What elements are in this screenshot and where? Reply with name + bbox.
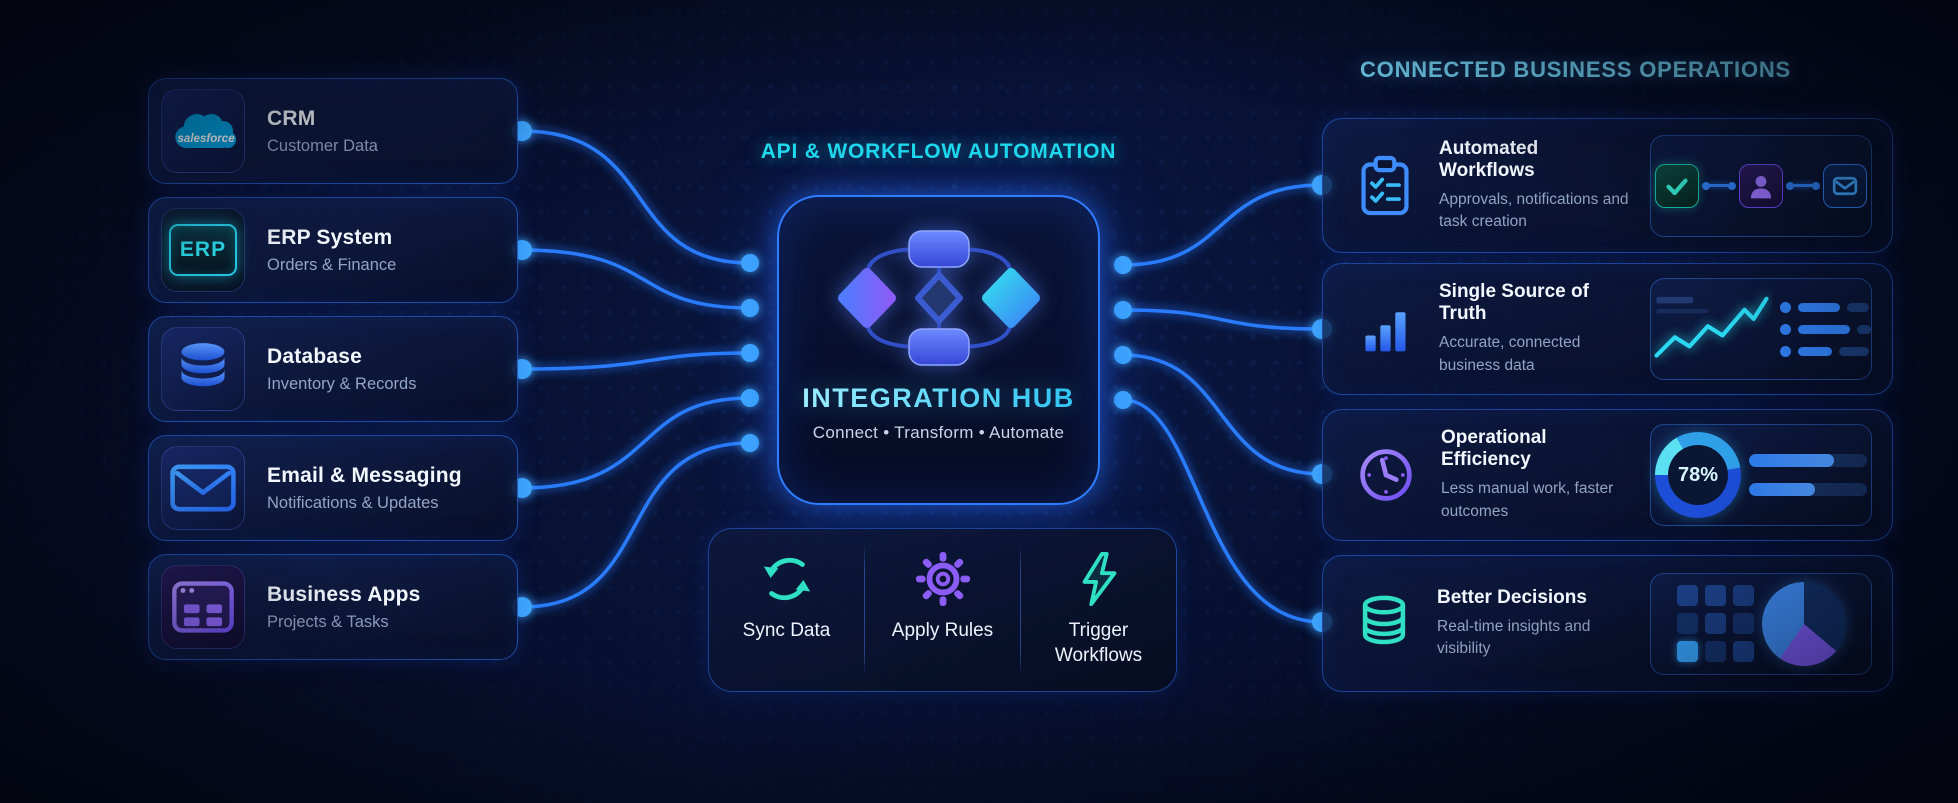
line-chart-icon [1654,296,1769,358]
hub-subtitle: Connect • Transform • Automate [812,423,1065,442]
outcome-card-operational-efficiency: Operational Efficiency Less manual work,… [1322,409,1893,541]
outcome-card-automated-workflows: Automated Workflows Approvals, notificat… [1322,118,1893,253]
outcome-subtitle: Real-time insights and visibility [1437,617,1591,657]
source-title: CRM [267,106,316,130]
source-title: Email & Messaging [267,463,462,487]
trend-chart-graphic [1650,278,1872,380]
outcome-title: Better Decisions [1437,586,1587,608]
feature-label: Trigger Workflows [1054,620,1143,666]
outcome-title: Operational Efficiency [1441,427,1547,471]
outcome-title: Single Source of Truth [1439,281,1589,325]
hub-eyebrow: API & WORKFLOW AUTOMATION [760,140,1117,163]
donut-metric: 78% [1668,445,1728,505]
lightning-icon [1082,551,1116,607]
browser-window-icon [161,565,245,649]
hub-features-panel: Sync Data Apply Rules [708,528,1177,692]
salesforce-cloud-icon: salesforce [161,89,245,173]
workflow-diagram-icon [837,230,1040,366]
feature-apply-rules: Apply Rules [865,529,1020,691]
outcome-card-single-source-of-truth: Single Source of Truth Accurate, connect… [1322,263,1893,395]
pie-chart-icon [1761,581,1846,666]
database-outline-icon [1362,595,1406,644]
clock-icon [1360,449,1412,501]
source-title: Business Apps [267,582,421,606]
source-title: Database [267,344,362,368]
hub-title: INTEGRATION HUB [802,383,1075,413]
outcomes-heading: CONNECTED BUSINESS OPERATIONS [1359,57,1792,82]
heatmap-grid-icon [1676,585,1754,662]
flow-connector [1786,181,1820,190]
source-card-erp: ERP ERP System Orders & Finance [148,197,518,303]
user-tile-icon [1739,163,1783,208]
insights-graphic [1650,572,1872,675]
feature-label: Apply Rules [891,620,994,641]
donut-gauge-icon: 78% [1655,432,1741,518]
source-subtitle: Notifications & Updates [267,493,439,512]
sync-arrows-icon [763,557,810,601]
source-title: ERP System [267,225,393,249]
outcome-subtitle: Accurate, connected business data [1439,334,1581,374]
source-card-email: Email & Messaging Notifications & Update… [148,435,518,541]
clipboard-icon [1361,155,1409,215]
gear-icon [915,551,970,607]
envelope-icon [161,446,245,530]
database-icon [161,327,245,411]
salesforce-wordmark: salesforce [178,133,236,145]
check-tile-icon [1655,163,1699,208]
erp-badge-label: ERP [169,224,237,276]
summary-list-icon [1780,301,1871,357]
bar-chart-icon [1365,312,1406,352]
feature-sync-data: Sync Data [709,529,864,691]
source-subtitle: Inventory & Records [267,374,417,393]
workflow-steps-graphic [1650,134,1872,237]
erp-badge-icon: ERP [161,208,245,292]
mail-tile-icon [1823,163,1867,208]
outcome-subtitle: Less manual work, faster outcomes [1441,480,1614,520]
source-card-crm: salesforce CRM Customer Data [148,78,518,184]
source-card-database: Database Inventory & Records [148,316,518,422]
outcome-title: Automated Workflows [1439,137,1539,181]
efficiency-gauge-graphic: 78% [1650,424,1872,526]
outcome-card-better-decisions: Better Decisions Real-time insights and … [1322,555,1893,692]
feature-trigger-workflows: Trigger Workflows [1021,529,1176,691]
feature-label: Sync Data [742,620,831,641]
source-subtitle: Customer Data [267,136,378,155]
source-card-business-apps: Business Apps Projects & Tasks [148,554,518,660]
flow-connector [1702,181,1736,190]
outcome-subtitle: Approvals, notifications and task creati… [1439,190,1629,230]
integration-hub: INTEGRATION HUB Connect • Transform • Au… [777,195,1100,505]
source-subtitle: Projects & Tasks [267,612,389,631]
source-subtitle: Orders & Finance [267,255,397,274]
progress-bars-icon [1749,454,1867,496]
